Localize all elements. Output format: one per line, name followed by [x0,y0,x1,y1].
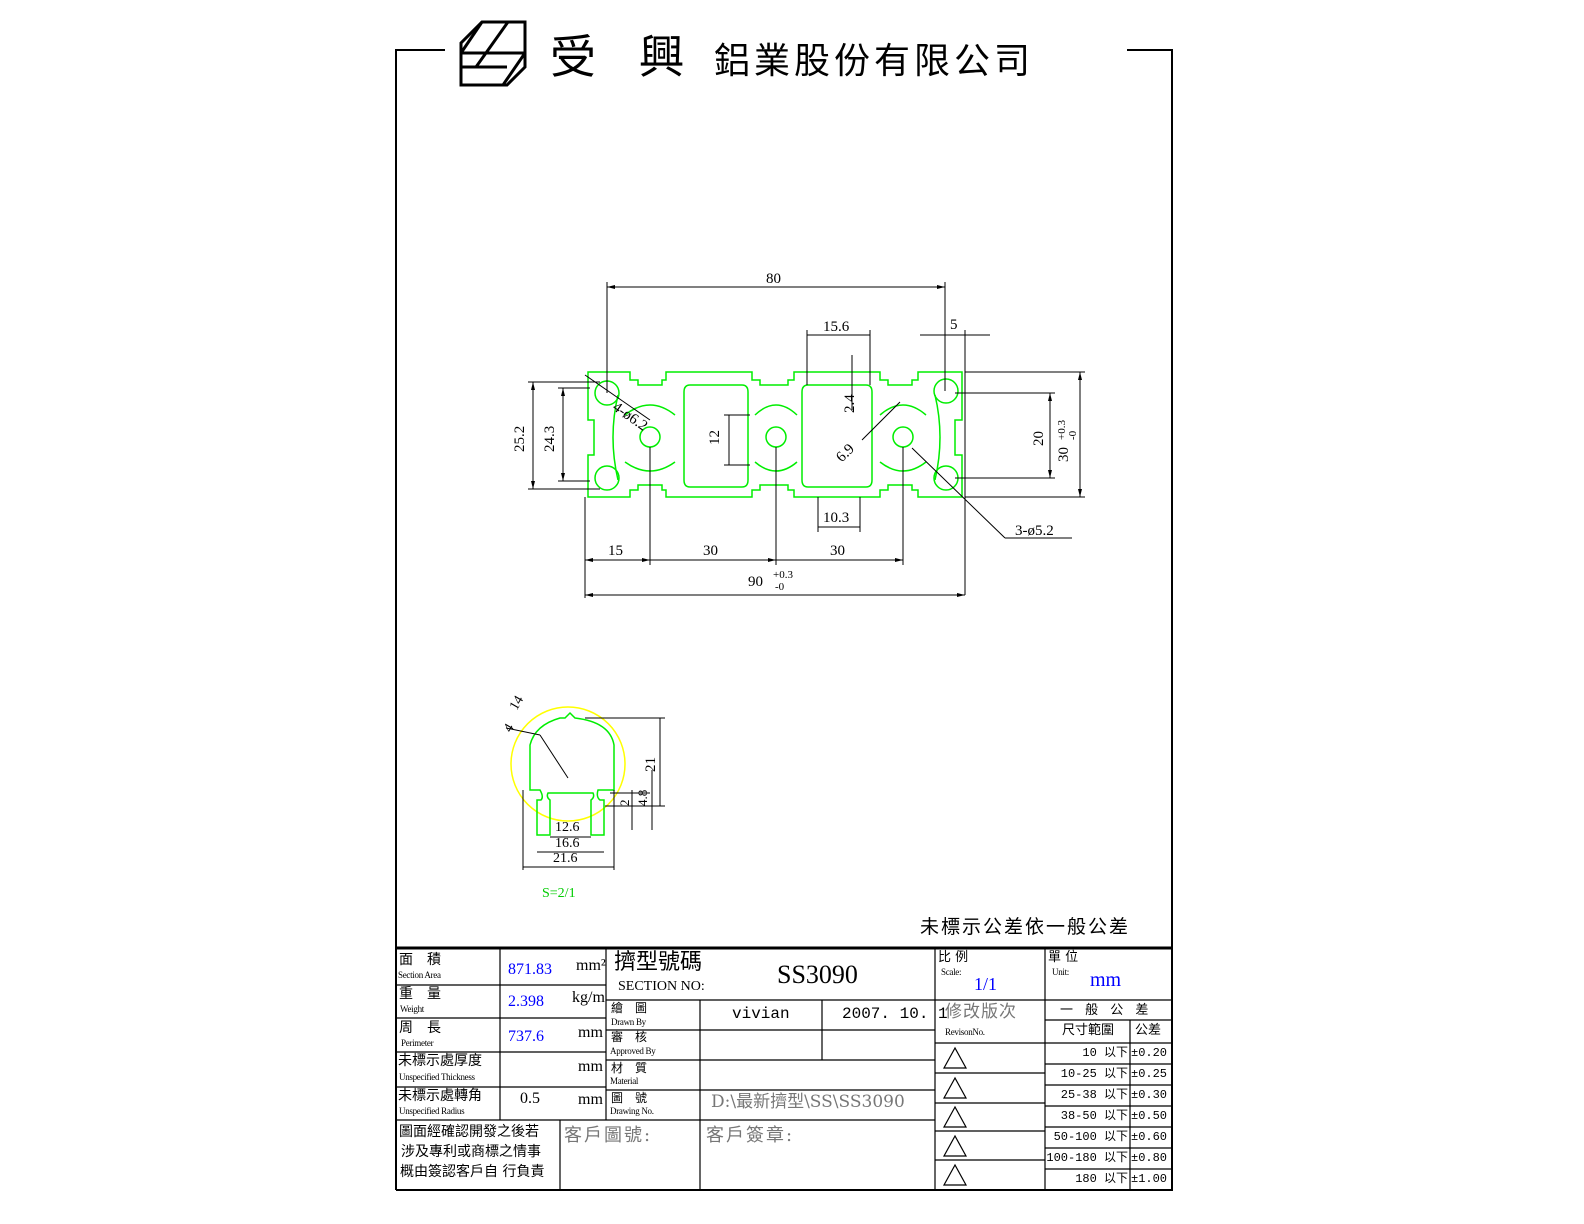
company-name-large: 受 興 [550,30,699,84]
section-area-unit: mm² [576,957,606,974]
drawing-no-label-en: Drawing No. [610,1106,654,1116]
detail-w-21-6: 21.6 [553,851,578,866]
revision-label-en: RevisonNo. [945,1027,985,1037]
thickness-label: 未標示處厚度 [398,1053,482,1069]
dim-bottom-slot: 10.3 [823,510,850,526]
customer-sign-label: 客戶簽章: [706,1125,795,1146]
section-no-value: SS3090 [777,960,858,989]
tolerance-range: 100-180 以下 [1046,1151,1128,1165]
perimeter-label: 周 長 [399,1020,441,1036]
scale-label-en: Scale: [941,967,962,977]
scale-label: 比 例 [938,950,969,965]
tolerance-col-tol: 公差 [1135,1023,1162,1038]
tolerance-col-range: 尺寸範圍 [1062,1023,1115,1038]
tolerance-value: ±0.20 [1131,1046,1168,1060]
tolerance-range: 25-38 以下 [1060,1088,1128,1102]
section-area-value: 871.83 [508,961,552,978]
drawing-no-value: D:\最新擠型\SS\SS3090 [711,1092,905,1112]
drawing-no-label: 圖 號 [611,1091,648,1105]
company-name: 鋁業股份有限公司 [714,41,1035,82]
dim-holes-3: 3-ø5.2 [1015,523,1054,539]
section-no-label-en: SECTION NO: [618,979,705,994]
tolerance-value: ±0.60 [1131,1130,1168,1144]
revision-triangle-icon [942,1163,968,1186]
dim-length-tol-minus: -0 [775,581,785,593]
weight-value: 2.398 [508,993,544,1010]
revision-triangle-icon [942,1046,968,1069]
dim-pitch-15: 15 [608,543,623,559]
weight-label: 重 量 [399,986,441,1002]
dim-length-90: 90 [748,574,763,590]
tolerance-range: 180 以下 [1075,1172,1128,1186]
notice-line-1: 圖面經確認開發之後若 [399,1124,539,1140]
tolerance-value: ±0.25 [1131,1067,1168,1081]
drawn-by-value: vivian [732,1005,790,1023]
revision-label: 修改版次 [945,1002,1017,1022]
tolerance-range: 38-50 以下 [1060,1109,1128,1123]
dim-pitch-30a: 30 [703,543,718,559]
section-area-label: 面 積 [399,952,441,968]
drawn-by-label: 繪 圖 [611,1001,648,1015]
tolerance-range: 10-25 以下 [1060,1067,1128,1081]
drawn-by-label-en: Drawn By [611,1017,646,1027]
tolerance-value: ±0.30 [1131,1088,1168,1102]
section-area-label-en: Section Area [398,970,441,980]
tolerance-title: 一 般 公 差 [1060,1003,1153,1018]
tolerance-value: ±1.00 [1131,1172,1168,1186]
radius-label-en: Unspecified Radius [399,1106,465,1116]
dim-overall-width: 80 [766,271,781,287]
perimeter-value: 737.6 [508,1028,544,1045]
perimeter-unit: mm [578,1024,603,1041]
scale-value: 1/1 [974,974,998,994]
unit-value: mm [1090,969,1122,991]
company-logo [459,20,527,87]
detail-w-16-6: 16.6 [555,836,580,851]
detail-w-12-6: 12.6 [555,820,580,835]
tolerance-value: ±0.50 [1131,1109,1168,1123]
material-label: 材 質 [611,1061,648,1075]
thickness-unit: mm [578,1058,603,1075]
thickness-label-en: Unspecified Thickness [399,1072,475,1082]
tolerance-range: 50-100 以下 [1053,1130,1128,1144]
radius-unit: mm [578,1091,603,1108]
customer-drawing-label: 客戶圖號: [564,1125,653,1146]
dim-edge: 5 [950,317,958,333]
drawn-date: 2007. 10. 1 [842,1005,948,1023]
dim-pitch-30b: 30 [830,543,845,559]
revision-triangle-icon [942,1134,968,1157]
approved-by-label-en: Approved By [610,1046,656,1056]
tolerance-range: 10 以下 [1082,1046,1128,1060]
detail-scale: S=2/1 [542,886,576,901]
section-no-label: 擠型號碼 [614,950,703,975]
dim-length-tol-plus: +0.3 [773,569,793,581]
radius-label: 未標示處轉角 [398,1088,482,1104]
notice-line-2: 涉及專利或商標之情事 [401,1144,541,1160]
radius-value: 0.5 [520,1090,540,1107]
dim-slot-width: 15.6 [823,319,850,335]
approved-by-label: 審 核 [611,1030,648,1044]
material-label-en: Material [610,1076,639,1086]
revision-triangles [942,1046,968,1186]
general-tolerance-note: 未標示公差依一般公差 [920,916,1131,938]
unit-label-en: Unit: [1052,967,1070,977]
dimension-lines [528,282,1085,598]
revision-triangle-icon [942,1105,968,1128]
revision-triangle-icon [942,1076,968,1099]
weight-unit: kg/m [572,989,605,1006]
tolerance-value: ±0.80 [1131,1151,1168,1165]
perimeter-label-en: Perimeter [401,1038,434,1048]
notice-line-3: 概由簽認客戶自 行負責 [400,1164,545,1180]
weight-label-en: Weight [400,1004,424,1014]
unit-label: 單 位 [1048,950,1079,965]
